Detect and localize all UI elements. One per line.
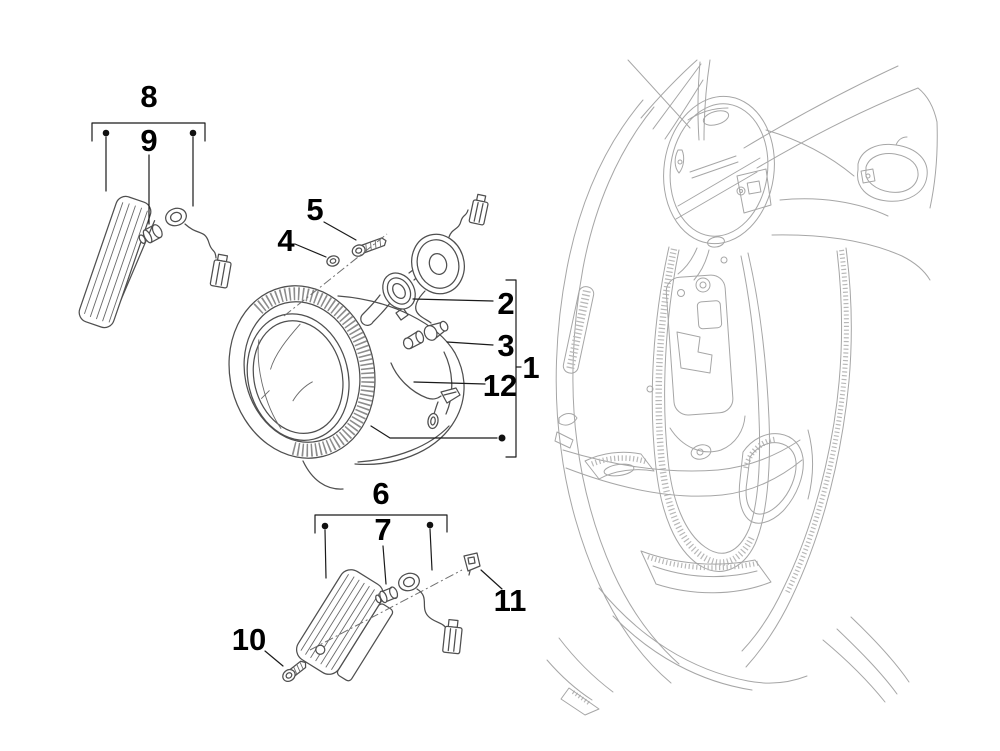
exploded-parts bbox=[78, 193, 489, 682]
callout-7-label: 7 bbox=[374, 512, 391, 547]
wire-12-drawing bbox=[390, 362, 461, 430]
callout-1-label: 1 bbox=[522, 350, 539, 385]
callouts: 8 9 5 4 2 3 12 bbox=[91, 79, 540, 667]
callout-3-label: 3 bbox=[497, 328, 514, 363]
screw-5-drawing bbox=[351, 237, 387, 257]
right-turnsignal-recess bbox=[738, 433, 804, 524]
callout-11-label: 11 bbox=[494, 583, 527, 618]
bulb-cap-drawing bbox=[411, 193, 489, 324]
callout-5: 5 bbox=[306, 192, 357, 241]
headlamp-bulb-2-drawing bbox=[360, 266, 422, 326]
headlamp-housing-opening bbox=[663, 95, 775, 248]
bulbholder-lower-drawing bbox=[398, 572, 463, 655]
lower-assembly-axis-line bbox=[309, 569, 463, 651]
callout-12: 12 bbox=[413, 368, 517, 403]
callout-10-label: 10 bbox=[232, 622, 266, 657]
horn-cover-recess bbox=[640, 550, 772, 594]
headlamp-assembly-drawing bbox=[228, 285, 465, 490]
turnsignal-lens-lower-drawing bbox=[296, 569, 394, 682]
callout-10: 10 bbox=[232, 622, 284, 667]
callout-11: 11 bbox=[480, 569, 527, 618]
clip-11-drawing bbox=[463, 552, 481, 576]
callout-4-label: 4 bbox=[277, 223, 295, 258]
callout-6: 6 bbox=[314, 476, 448, 579]
callout-12-label: 12 bbox=[483, 368, 517, 403]
callout-6-label: 6 bbox=[372, 476, 389, 511]
callout-1: 1 bbox=[370, 279, 540, 458]
left-turnsignal-recess bbox=[584, 451, 655, 480]
callout-2: 2 bbox=[412, 286, 515, 321]
screw-axis-line bbox=[283, 233, 388, 317]
bulb-3-drawing bbox=[402, 330, 425, 350]
callout-9-label: 9 bbox=[140, 123, 157, 158]
callout-8-label: 8 bbox=[140, 79, 157, 114]
callout-7: 7 bbox=[374, 512, 392, 585]
callout-2-label: 2 bbox=[497, 286, 514, 321]
legshield-vent-strip bbox=[562, 286, 595, 374]
callout-9: 9 bbox=[140, 123, 158, 225]
callout-5-label: 5 bbox=[306, 192, 323, 227]
column-access-panel bbox=[646, 256, 746, 453]
bulbholder-left-drawing bbox=[165, 207, 232, 289]
turnsignal-lens-left-drawing bbox=[78, 195, 156, 329]
handlebar-switch-recess bbox=[857, 136, 928, 202]
callout-3: 3 bbox=[446, 328, 515, 363]
callout-4: 4 bbox=[277, 223, 327, 258]
scooter-reference-drawing bbox=[546, 59, 938, 716]
bulb-9-drawing bbox=[138, 224, 163, 244]
socket-drawing bbox=[423, 320, 449, 341]
bulb-7-drawing bbox=[375, 586, 399, 604]
washer-4-drawing bbox=[326, 255, 340, 267]
callout-8: 8 bbox=[91, 79, 206, 207]
screw-10-drawing bbox=[282, 660, 307, 682]
